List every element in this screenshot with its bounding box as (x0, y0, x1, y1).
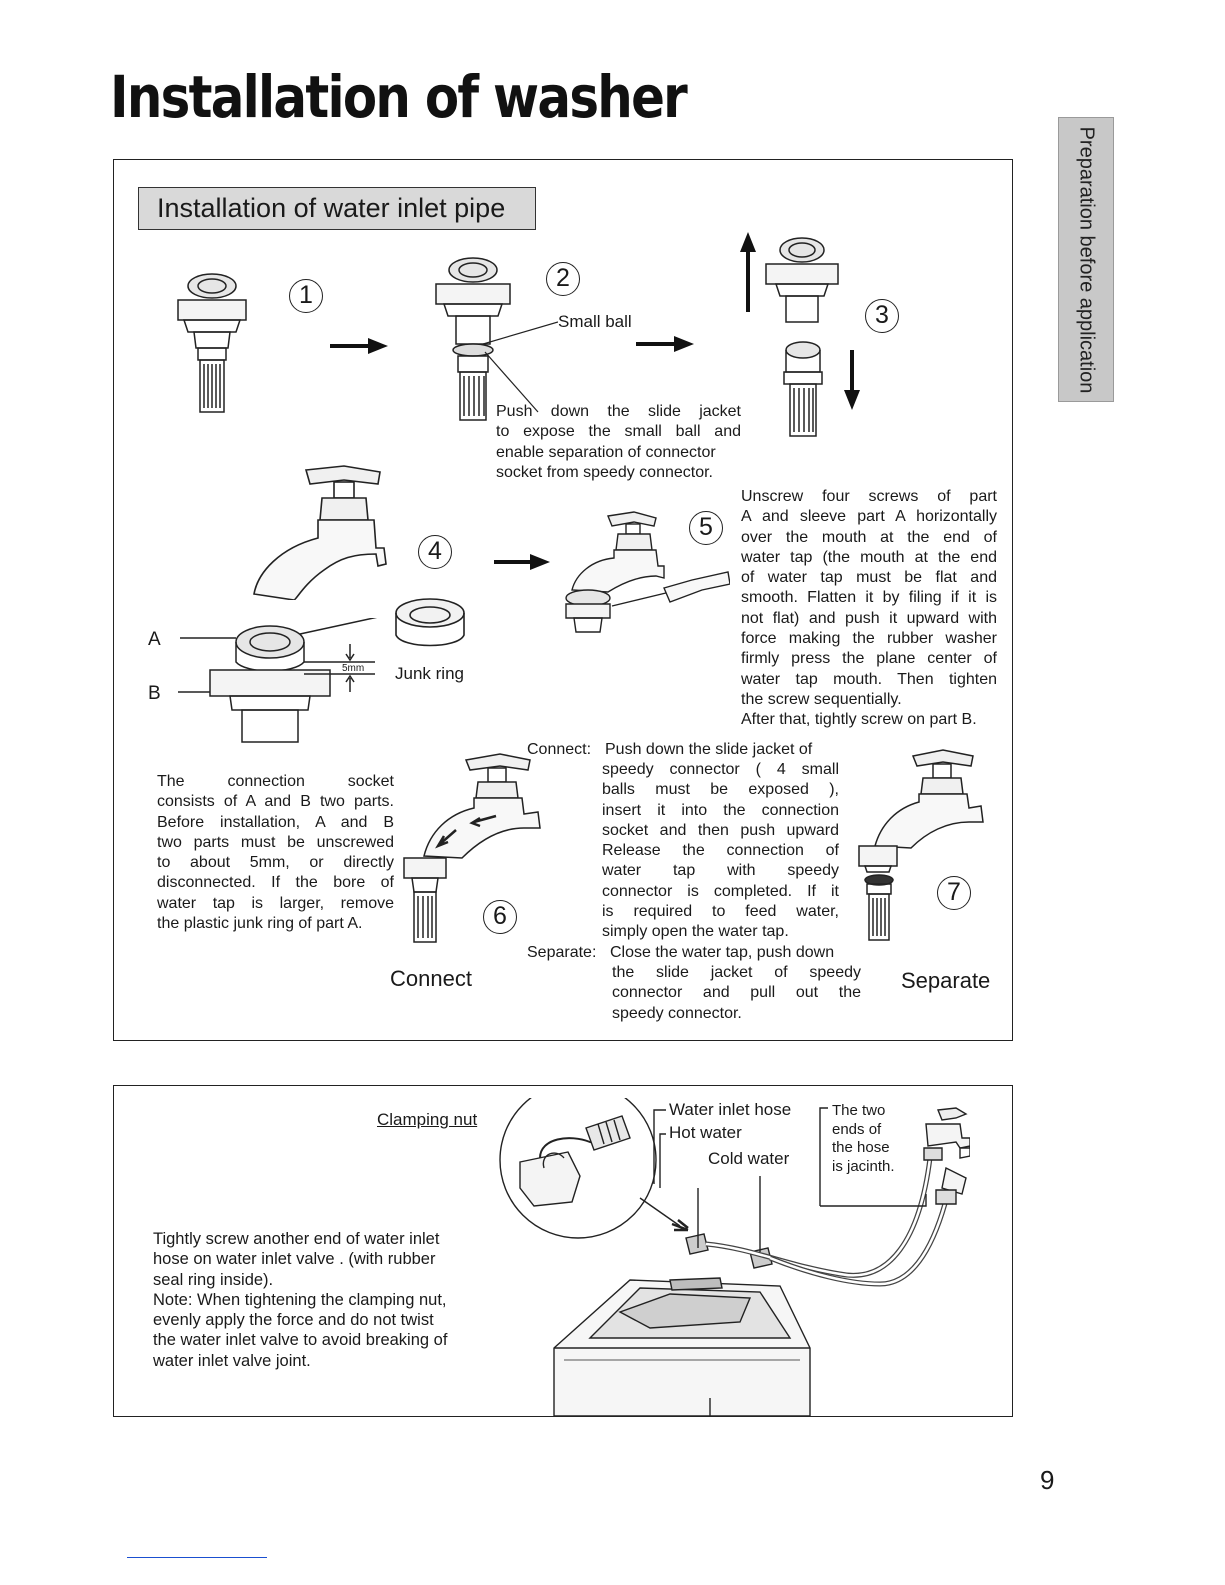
tap-install-illustration (552, 510, 730, 635)
connect-first-line: Push down the slide jacket of (605, 741, 813, 758)
callout-lines (483, 312, 558, 414)
separate-lead: Separate: (527, 944, 597, 961)
separate-description: the slide jacket of speedy connector and… (612, 964, 861, 1022)
footer-link-line (127, 1557, 267, 1558)
water-tap-illustration (244, 462, 394, 600)
arrow-down-icon (842, 350, 862, 410)
connect-lead: Connect: (527, 741, 592, 758)
step-number-5: 5 (689, 511, 723, 545)
arrow-right-icon (636, 334, 694, 354)
socket-description: The connection socket consists of A and … (157, 773, 394, 933)
inlet-pipe-panel (113, 159, 1013, 1041)
tap-connect-illustration (400, 746, 545, 946)
hose-instruction: Tightly screw another end of water inlet… (153, 1230, 448, 1370)
step-number-7: 7 (937, 876, 971, 910)
connect-caption: Connect (390, 966, 472, 991)
tap-separate-illustration (855, 744, 985, 944)
small-ball-label: Small ball (558, 312, 632, 331)
push-down-text: Push down the slide jacket to expose the… (496, 403, 741, 481)
water-inlet-hose-label: Water inlet hose (669, 1100, 792, 1119)
arrow-right-icon (330, 336, 388, 356)
step-number-6: 6 (483, 900, 517, 934)
cold-water-label: Cold water (708, 1149, 790, 1168)
separate-first-line: Close the water tap, push down (610, 944, 835, 961)
inlet-pipe-heading: Installation of water inlet pipe (138, 187, 536, 230)
gap-label: 5mm (342, 663, 365, 674)
hose-end-note: The two ends of the hose is jacinth. (832, 1102, 895, 1175)
side-tab-label: Preparation before application (1075, 126, 1098, 393)
section-side-tab: Preparation before application (1058, 117, 1114, 402)
step-number-3: 3 (865, 299, 899, 333)
connect-description: speedy connector ( 4 small balls must be… (602, 761, 839, 941)
step-number-4: 4 (418, 535, 452, 569)
page-number: 9 (1040, 1465, 1055, 1495)
connector-illustration-step1 (170, 268, 255, 416)
speedy-connector-illustration (778, 340, 828, 438)
arrow-up-icon (738, 232, 758, 312)
part-a-label: A (148, 629, 161, 650)
part-b-label: B (148, 683, 161, 704)
page-title: Installation of washer (110, 63, 688, 131)
junk-ring-illustration (392, 597, 468, 655)
hose-panel (113, 1085, 1013, 1417)
connector-socket-illustration (762, 232, 842, 327)
connection-socket-illustration (170, 618, 395, 746)
hot-water-label: Hot water (669, 1123, 742, 1142)
step-number-2: 2 (546, 262, 580, 296)
unscrew-text: Unscrew four screws of part A and sleeve… (741, 488, 997, 729)
separate-caption: Separate (901, 968, 991, 993)
step-number-1: 1 (289, 279, 323, 313)
arrow-right-icon (494, 552, 550, 572)
connector-illustration-step2 (428, 252, 518, 422)
washer-hose-illustration (490, 1098, 970, 1416)
junk-ring-label: Junk ring (395, 664, 464, 683)
clamping-nut-label: Clamping nut (377, 1110, 478, 1129)
